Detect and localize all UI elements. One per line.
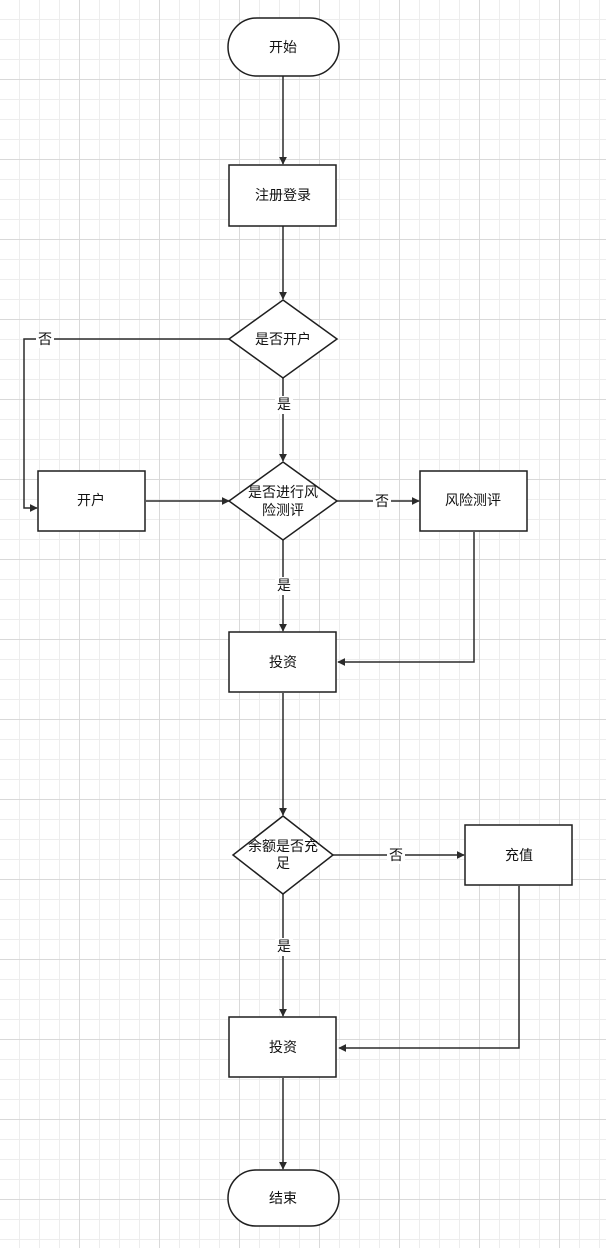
register-node-label: 注册登录: [255, 188, 311, 204]
end-node: 结束: [227, 1169, 340, 1227]
recharge-node-label: 充值: [505, 848, 533, 864]
start-node-label: 开始: [269, 40, 297, 56]
risk-assessment-node: 风险测评: [419, 470, 528, 532]
edge-recharge-to-invest: [338, 886, 520, 1052]
edge-open-decision-no: [23, 338, 229, 512]
edge-label-risk-no: 否: [375, 494, 389, 510]
risk-assessment-decision-label-line1: 是否进行风: [248, 485, 318, 501]
risk-assessment-node-label: 风险测评: [445, 493, 501, 509]
register-node: 注册登录: [228, 164, 337, 227]
end-node-label: 结束: [269, 1191, 297, 1207]
recharge-node: 充值: [464, 824, 573, 886]
invest-node-2-label: 投资: [269, 1040, 297, 1056]
open-account-node-label: 开户: [77, 492, 105, 509]
balance-decision-label-line1: 余额是否充: [248, 838, 318, 855]
risk-assessment-decision: 是否进行风 险测评: [227, 461, 339, 541]
open-account-node: 开户: [37, 470, 146, 532]
risk-assessment-decision-label-line2: 险测评: [262, 503, 304, 519]
edge-label-risk-yes: 是: [277, 578, 291, 594]
edge-risk-to-invest: [337, 532, 475, 666]
invest-node-1: 投资: [228, 631, 337, 693]
invest-node-2: 投资: [228, 1016, 337, 1078]
open-account-decision-label: 是否开户: [255, 331, 311, 348]
edge-label-open-no: 否: [38, 332, 52, 348]
open-account-decision: 是否开户: [227, 299, 339, 379]
start-node: 开始: [227, 17, 340, 77]
balance-decision-label-line2: 足: [276, 856, 290, 872]
edge-label-open-yes: 是: [277, 397, 291, 413]
edge-label-balance-yes: 是: [277, 939, 291, 955]
edge-label-balance-no: 否: [389, 848, 403, 864]
balance-decision: 余额是否充 足: [231, 815, 335, 895]
invest-node-1-label: 投资: [269, 655, 297, 671]
